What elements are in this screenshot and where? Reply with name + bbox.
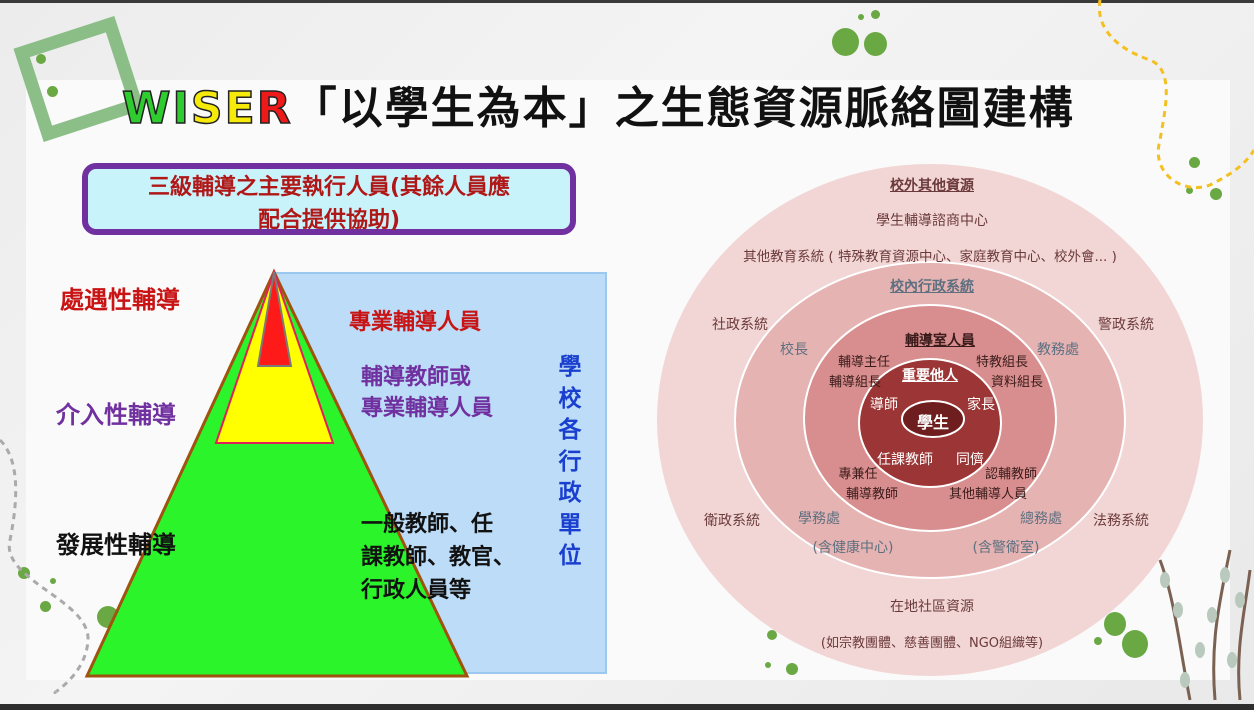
decorative-dot-icon	[858, 14, 864, 20]
decorative-dot-icon	[36, 54, 46, 64]
admin-academic: 教務處	[1037, 342, 1079, 358]
decorative-dot-icon	[767, 630, 777, 640]
external-community: 在地社區資源	[890, 599, 974, 615]
vertical-char: 位	[558, 543, 582, 569]
role-line: 課教師、教官、	[361, 545, 516, 570]
title-letter-s: S	[190, 82, 225, 135]
vertical-char: 各	[558, 417, 582, 443]
vertical-char: 學	[558, 354, 582, 380]
decorative-dot-icon	[47, 86, 58, 97]
vertical-char: 校	[558, 385, 582, 412]
decorative-dot-icon	[1104, 612, 1126, 636]
significant-parents: 家長	[967, 397, 995, 413]
decorative-dot-icon	[1186, 187, 1193, 194]
vertical-char: 行	[558, 448, 582, 475]
decorative-dot-icon	[1189, 157, 1200, 168]
counseling-pt-ft-2: 輔導教師	[845, 487, 899, 502]
external-community-note: (如宗教團體、慈善團體、NGO組織等)	[820, 636, 1044, 651]
decorative-dot-icon	[765, 662, 771, 668]
external-legal: 法務系統	[1093, 513, 1149, 529]
vertical-char: 單	[558, 511, 582, 538]
significant-title: 重要他人	[902, 368, 958, 384]
decorative-dot-icon	[50, 578, 56, 584]
role-professional-counselor: 專業輔導人員	[349, 310, 482, 335]
external-title: 校外其他資源	[890, 178, 974, 194]
decorative-dot-icon	[1094, 637, 1102, 645]
significant-teachers: 任課教師	[877, 452, 933, 468]
decorative-dot-icon	[871, 10, 880, 19]
counseling-other: 其他輔導人員	[948, 487, 1028, 502]
admin-student-affairs-note: (含健康中心)	[812, 540, 894, 556]
level-label-treatment: 處遇性輔導	[60, 286, 180, 314]
counseling-pt-ft-1: 專兼任	[838, 467, 878, 482]
role-line: 一般教師、任	[361, 512, 494, 537]
decorative-dot-icon	[832, 28, 859, 56]
bottom-border	[0, 704, 1254, 710]
title-letter-e: E	[224, 82, 257, 135]
title-letter-r: R	[256, 82, 293, 135]
counseling-sped-chief: 特教組長	[975, 355, 1029, 370]
level-label-developmental: 發展性輔導	[56, 531, 176, 559]
role-line: 專業輔導人員	[361, 396, 494, 421]
role-counselor-teacher: 輔導教師或 專業輔導人員	[361, 362, 493, 424]
external-counseling-center: 學生輔導諮商中心	[876, 213, 988, 229]
admin-general-affairs: 總務處	[1020, 511, 1062, 527]
vertical-label-school-units: 學 校 各 行 政 單 位	[556, 352, 584, 573]
title-text: 「以學生為本」之生態資源脈絡圖建構	[292, 83, 1075, 134]
header-box: 三級輔導之主要執行人員(其餘人員應 配合提供協助)	[82, 163, 576, 235]
ring-student	[901, 400, 965, 438]
external-police: 警政系統	[1098, 317, 1154, 333]
external-other-edu: 其他教育系統 ( 特殊教育資源中心、家庭教育中心、校外會... )	[743, 249, 1117, 265]
decorative-dot-icon	[1210, 188, 1222, 200]
counseling-certified: 認輔教師	[984, 467, 1038, 482]
pyramid-level-developmental	[84, 268, 470, 678]
center-student: 學生	[916, 413, 950, 432]
role-general-teachers: 一般教師、任 課教師、教官、 行政人員等	[361, 508, 515, 607]
header-line-1: 三級輔導之主要執行人員(其餘人員應	[147, 175, 511, 200]
significant-homeroom: 導師	[870, 397, 898, 413]
decorative-dot-icon	[786, 663, 798, 675]
external-social: 社政系統	[712, 317, 768, 333]
admin-student-affairs: 學務處	[798, 511, 840, 527]
decorative-dot-icon	[40, 601, 51, 612]
top-border	[0, 0, 1254, 3]
pyramid-level-treatment	[256, 271, 293, 367]
counseling-section-chief: 輔導組長	[828, 375, 882, 390]
admin-general-affairs-note: (含警衛室)	[972, 540, 1040, 556]
counseling-title: 輔導室人員	[905, 333, 975, 349]
role-line: 行政人員等	[361, 578, 472, 603]
decorative-dot-icon	[1122, 630, 1148, 658]
header-line-2: 配合提供協助)	[257, 208, 401, 233]
admin-principal: 校長	[780, 342, 808, 358]
counseling-data-chief: 資料組長	[990, 375, 1044, 390]
counseling-director: 輔導主任	[837, 355, 891, 370]
page-title: WISER「以學生為本」之生態資源脈絡圖建構	[121, 72, 1075, 136]
decorative-dot-icon	[864, 32, 887, 56]
admin-title: 校內行政系統	[890, 279, 974, 295]
title-letter-w: W	[121, 82, 173, 135]
level-label-intervention: 介入性輔導	[56, 401, 176, 429]
significant-peers: 同儕	[956, 452, 984, 468]
role-line: 輔導教師或	[361, 365, 472, 390]
external-health: 衛政系統	[704, 513, 760, 529]
vertical-char: 政	[558, 480, 582, 506]
title-letter-i: I	[172, 82, 191, 135]
